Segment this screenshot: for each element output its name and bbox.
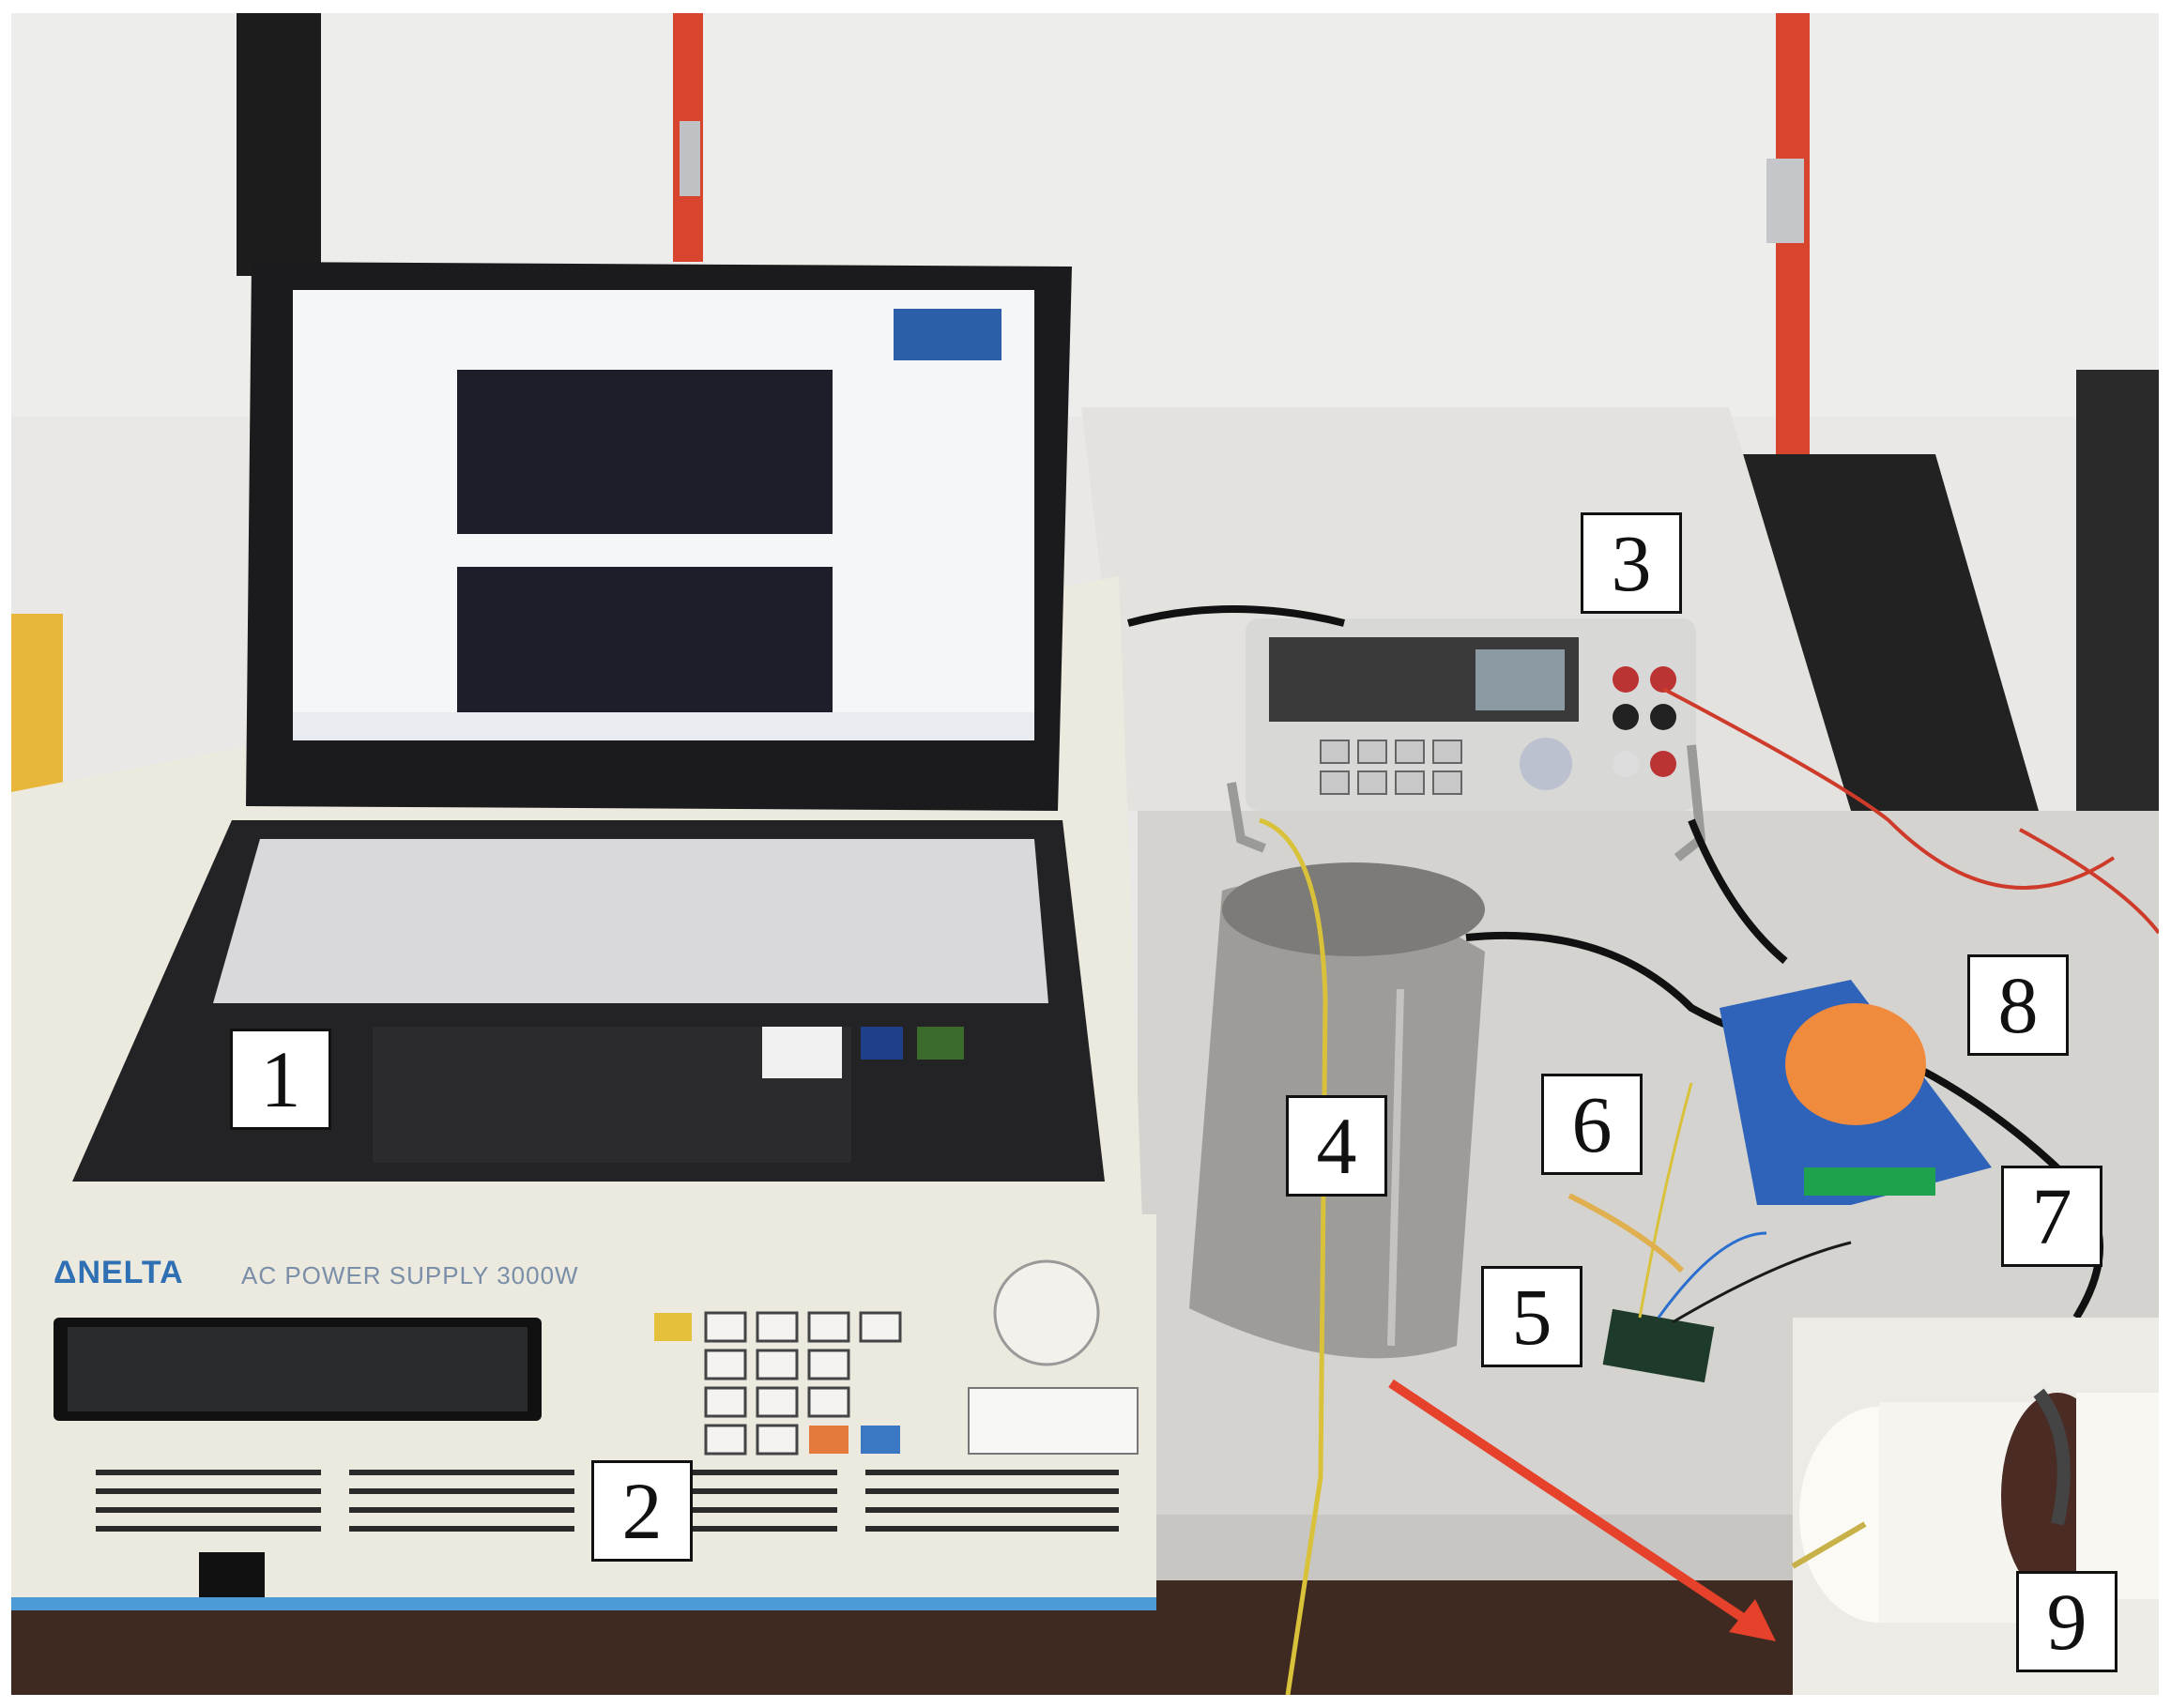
callout-label-5: 5 (1481, 1266, 1582, 1367)
power-supply-model: AC POWER SUPPLY 3000W (241, 1261, 579, 1289)
callout-label-8: 8 (1967, 954, 2069, 1056)
callout-label-2: 2 (591, 1460, 693, 1562)
power-supply-brand: ΔNELTA (54, 1255, 184, 1290)
callout-label-3: 3 (1581, 512, 1682, 614)
scene-illustration (11, 13, 2159, 1695)
callout-label-9: 9 (2016, 1571, 2117, 1672)
callout-label-4: 4 (1286, 1095, 1387, 1197)
callout-label-6: 6 (1541, 1074, 1643, 1175)
lab-setup-photo: ΔNELTA AC POWER SUPPLY 3000W 1 2 3 4 5 6… (11, 13, 2159, 1695)
callout-label-7: 7 (2001, 1166, 2102, 1267)
callout-label-1: 1 (230, 1029, 331, 1130)
